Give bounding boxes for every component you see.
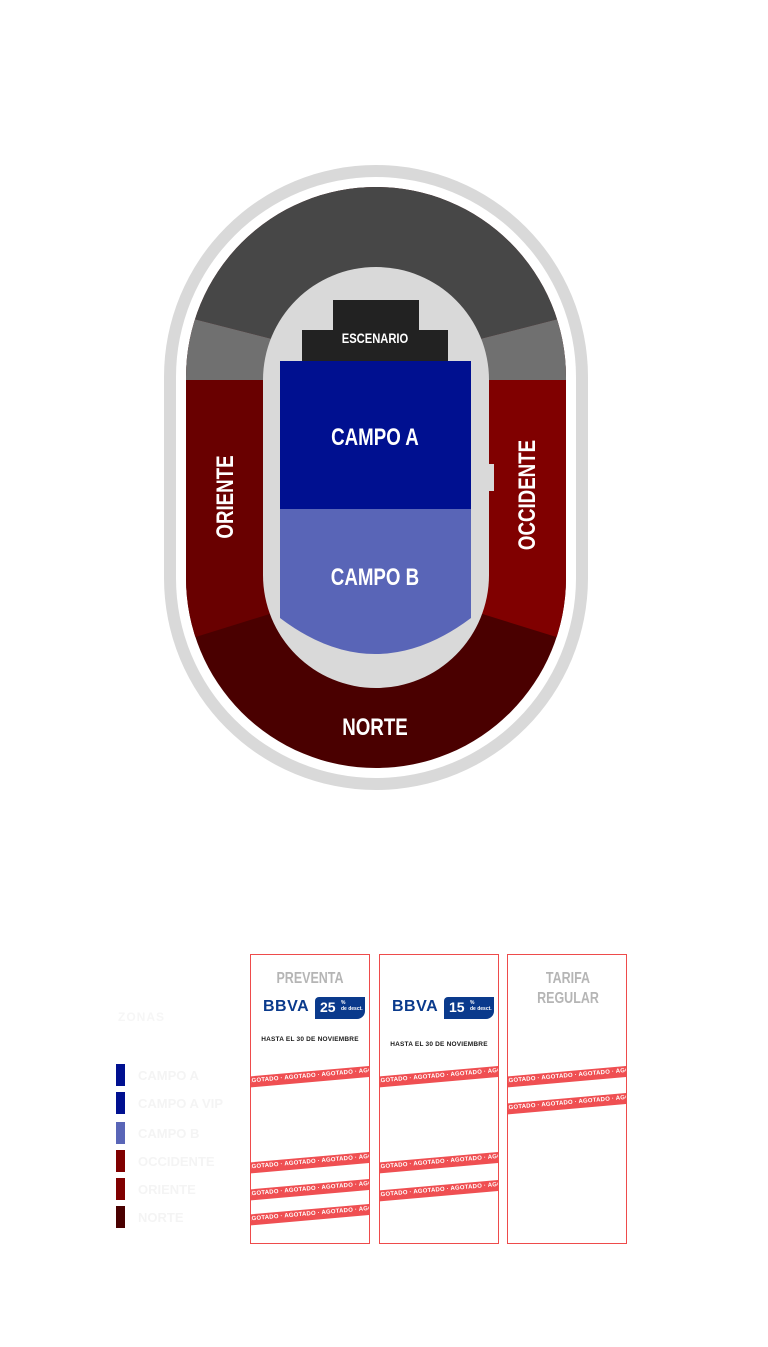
occidente-label: OCCIDENTE: [514, 440, 541, 550]
legend-label: CAMPO A: [138, 1068, 199, 1083]
sold-out-stripe: AGOTADO · AGOTADO · AGOTADO · AGOTADO · …: [380, 1179, 498, 1202]
zone-campo-a[interactable]: [280, 361, 471, 509]
legend-item: OCCIDENTE: [114, 1150, 244, 1174]
sold-out-stripe: AGOTADO · AGOTADO · AGOTADO · AGOTADO · …: [251, 1151, 369, 1174]
sold-out-stripe: AGOTADO · AGOTADO · AGOTADO · AGOTADO · …: [380, 1151, 498, 1174]
pricing-column-tarifa-regular: TARIFA REGULAR AGOTADO · AGOTADO · AGOTA…: [507, 954, 627, 1244]
legend-item: ORIENTE: [114, 1178, 244, 1202]
campo-b-label: CAMPO B: [331, 564, 419, 591]
zone-campo-b[interactable]: [280, 509, 471, 654]
column-title: PREVENTA: [276, 970, 344, 987]
discount-unit: %de desct.: [341, 1000, 363, 1012]
upper-side-left: [186, 317, 276, 380]
bbva-logo: BBVA: [263, 998, 310, 1015]
zone-oriente[interactable]: [186, 380, 276, 640]
legend-label: OCCIDENTE: [138, 1154, 215, 1169]
pricing-column-bbva-15: BBVA 15 %de desct. HASTA EL 30 DE NOVIEM…: [379, 954, 499, 1244]
discount-badge: 15 %de desct.: [444, 997, 494, 1019]
sold-out-stripe: AGOTADO · AGOTADO · AGOTADO · AGOTADO · …: [251, 1178, 369, 1201]
legend-label: ORIENTE: [138, 1182, 196, 1197]
zone-occidente[interactable]: [476, 380, 566, 640]
legend-swatch: [116, 1122, 125, 1144]
sold-out-stripe: AGOTADO · AGOTADO · AGOTADO · AGOTADO · …: [508, 1092, 626, 1115]
legend-label: CAMPO B: [138, 1126, 200, 1141]
deadline-text: HASTA EL 30 DE NOVIEMBRE: [261, 1036, 359, 1043]
pricing-column-preventa: PREVENTA BBVA 25 %de desct. HASTA EL 30 …: [250, 954, 370, 1244]
sold-out-stripe: AGOTADO · AGOTADO · AGOTADO · AGOTADO · …: [380, 1065, 498, 1088]
field-notch: [487, 464, 494, 491]
upper-side-right: [476, 317, 566, 380]
sold-out-stripe: AGOTADO · AGOTADO · AGOTADO · AGOTADO · …: [251, 1203, 369, 1226]
upper-stand: [186, 187, 566, 340]
legend-swatch: [116, 1150, 125, 1172]
stage: [302, 330, 448, 362]
stadium-svg: ESCENARIO CAMPO A CAMPO B ORIENTE OCCIDE…: [164, 165, 588, 790]
stadium-map: ESCENARIO CAMPO A CAMPO B ORIENTE OCCIDE…: [164, 165, 588, 790]
stage-top: [333, 300, 419, 330]
discount-badge: 25 %de desct.: [315, 997, 365, 1019]
legend-swatch: [116, 1206, 125, 1228]
discount-value: 15: [449, 999, 465, 1015]
campo-a-label: CAMPO A: [331, 424, 419, 451]
sold-out-stripe: AGOTADO · AGOTADO · AGOTADO · AGOTADO · …: [251, 1065, 369, 1088]
oriente-label: ORIENTE: [212, 455, 239, 538]
column-title: TARIFA REGULAR: [537, 970, 599, 1007]
stage-label: ESCENARIO: [342, 331, 409, 346]
legend-label: CAMPO A VIP: [138, 1096, 223, 1111]
bbva-logo: BBVA: [392, 998, 439, 1015]
discount-unit: %de desct.: [470, 1000, 492, 1012]
legend-swatch: [116, 1092, 125, 1114]
bbva-promo-badge: BBVA 15 %de desct.: [392, 997, 494, 1019]
legend-item: CAMPO A VIP: [114, 1092, 244, 1116]
legend-label: NORTE: [138, 1210, 184, 1225]
legend-item: NORTE: [114, 1206, 244, 1230]
legend-item: CAMPO B: [114, 1122, 244, 1146]
legend-swatch: [116, 1064, 125, 1086]
deadline-text: HASTA EL 30 DE NOVIEMBRE: [390, 1041, 488, 1048]
sold-out-stripe: AGOTADO · AGOTADO · AGOTADO · AGOTADO · …: [508, 1065, 626, 1088]
legend-item: CAMPO A: [114, 1064, 244, 1088]
discount-value: 25: [320, 999, 336, 1015]
norte-label: NORTE: [342, 714, 408, 741]
bbva-promo-badge: BBVA 25 %de desct.: [263, 997, 365, 1019]
legend-swatch: [116, 1178, 125, 1200]
legend-title: ZONAS: [118, 1010, 165, 1024]
